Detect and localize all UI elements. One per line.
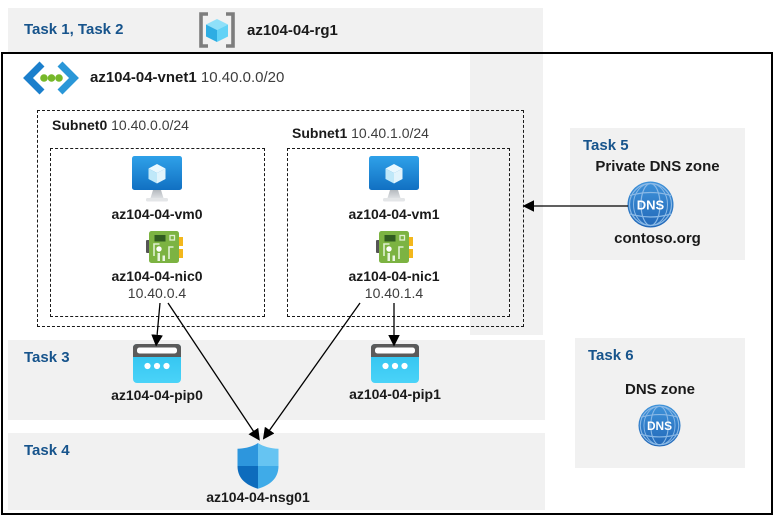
nsg-label: az104-04-nsg01 <box>206 489 310 505</box>
subnet1-cidr: 10.40.1.0/24 <box>351 125 429 141</box>
subnet1-label: Subnet1 10.40.1.0/24 <box>292 125 429 141</box>
subnet0-cidr: 10.40.0.0/24 <box>111 117 189 133</box>
task3-band <box>8 340 545 420</box>
subnet1-name: Subnet1 <box>292 125 348 141</box>
subnet0-name: Subnet0 <box>52 117 108 133</box>
task3-label: Task 3 <box>24 349 70 366</box>
nic0-label: az104-04-nic0 <box>111 268 203 284</box>
vnet-label: az104-04-vnet1 10.40.0.0/20 <box>90 69 284 86</box>
task1-2-band <box>8 8 543 52</box>
nic1-ip: 10.40.1.4 <box>364 285 424 301</box>
private-dns-zone-name: contoso.org <box>614 230 701 247</box>
task4-label: Task 4 <box>24 442 70 459</box>
nic1-label: az104-04-nic1 <box>348 268 440 284</box>
network-interface-icon <box>146 230 183 264</box>
background-strip <box>470 54 543 335</box>
nic0-ip: 10.40.0.4 <box>127 285 187 301</box>
vm1-label: az104-04-vm1 <box>348 206 440 222</box>
public-ip-icon <box>133 344 181 383</box>
resource-group-icon <box>197 11 237 49</box>
dns-globe-icon: DNS <box>627 181 674 228</box>
subnet0-label: Subnet0 10.40.0.0/24 <box>52 117 189 133</box>
virtual-machine-icon <box>369 156 419 204</box>
virtual-machine-icon <box>132 156 182 204</box>
vnet-cidr: 10.40.0.0/20 <box>200 69 285 86</box>
pip0-label: az104-04-pip0 <box>111 387 203 403</box>
network-interface-icon <box>376 230 413 264</box>
resource-group-name: az104-04-rg1 <box>247 22 338 39</box>
svg-text:DNS: DNS <box>647 419 672 433</box>
virtual-network-icon <box>22 60 80 96</box>
public-ip-icon <box>371 344 419 383</box>
dns-globe-icon: DNS <box>638 404 681 447</box>
vm0-label: az104-04-vm0 <box>111 206 203 222</box>
task6-label: Task 6 <box>588 347 634 364</box>
shield-icon <box>236 442 280 490</box>
svg-text:DNS: DNS <box>637 198 665 213</box>
task1-2-label: Task 1, Task 2 <box>24 21 124 38</box>
vnet-name: az104-04-vnet1 <box>90 69 197 86</box>
task5-label: Task 5 <box>583 137 629 154</box>
task5-title: Private DNS zone <box>595 158 720 175</box>
pip1-label: az104-04-pip1 <box>349 386 441 402</box>
subnet1-box <box>287 148 510 317</box>
task6-title: DNS zone <box>624 381 695 398</box>
